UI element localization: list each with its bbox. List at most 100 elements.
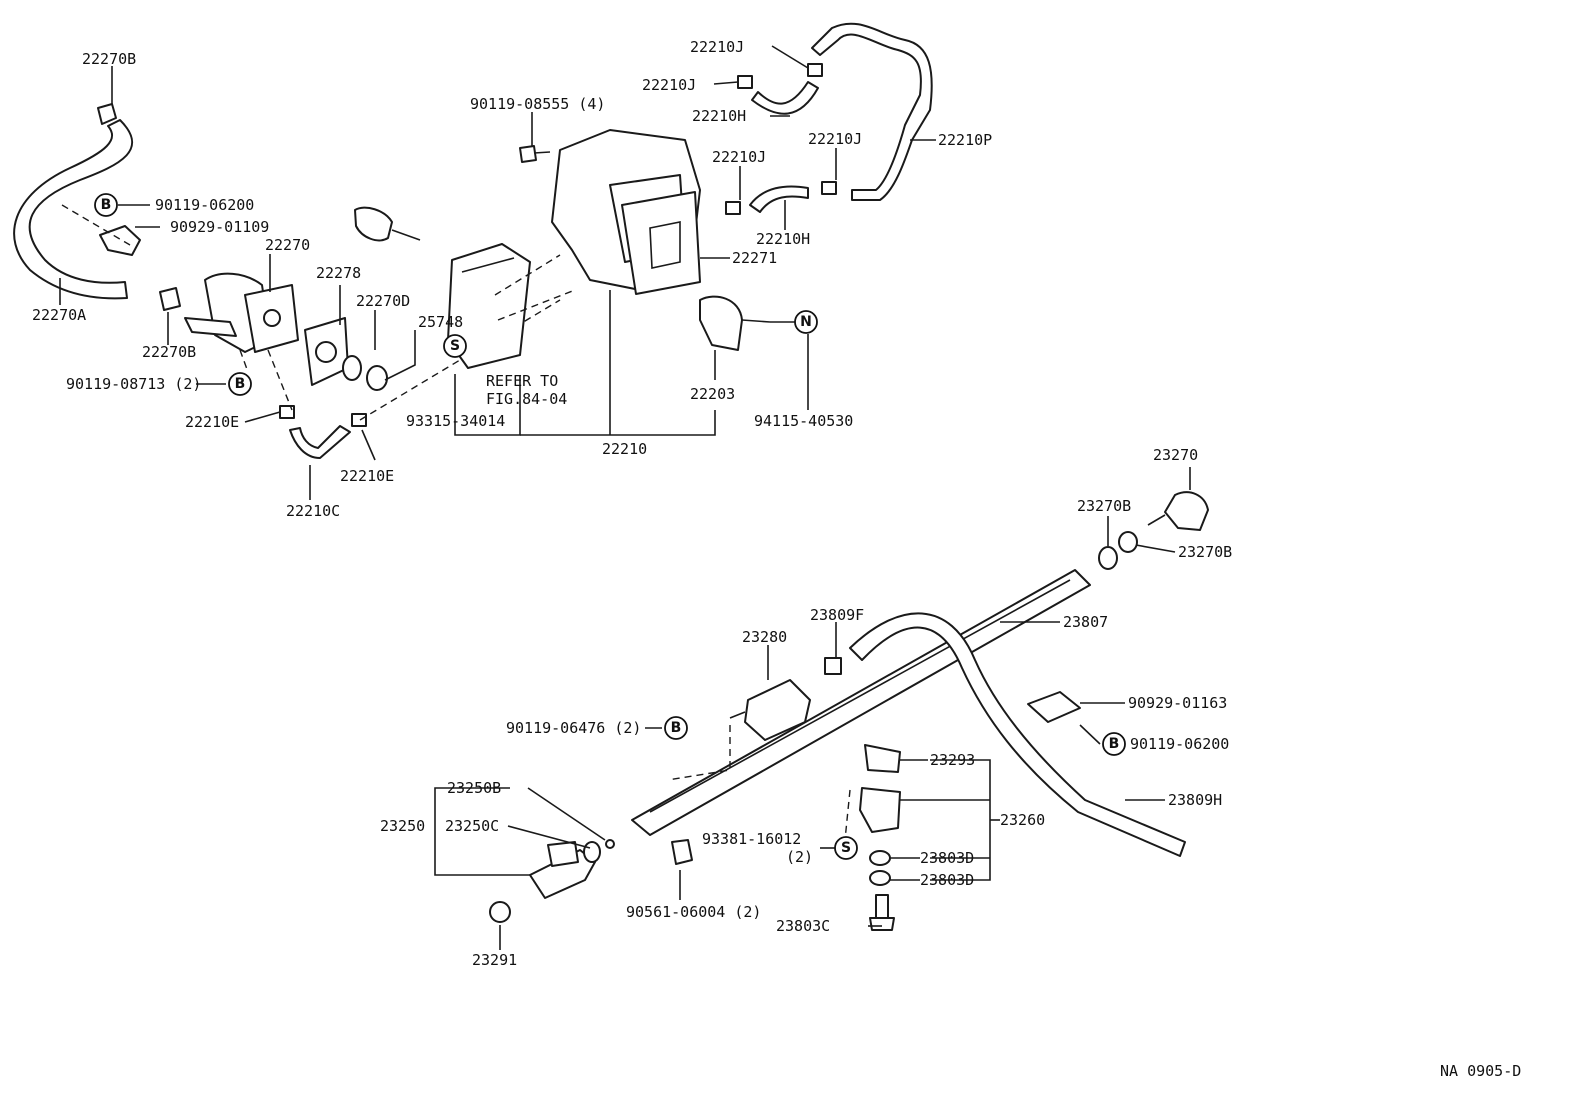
label-22270b-mid: 22270B [142, 343, 196, 361]
hose-22210h-mid [749, 185, 809, 213]
label-22210c: 22210C [286, 502, 340, 520]
badge-b-90119-06200-right: B [1102, 732, 1126, 756]
clamp-22210j-a [807, 63, 823, 77]
bolt-90119-08555 [519, 145, 551, 163]
label-90119-06476: 90119-06476 (2) [506, 719, 641, 737]
hose-22210p [811, 22, 933, 201]
clamp-22210j-d [725, 201, 741, 215]
fuel-hose-23809h [849, 612, 1186, 857]
insulator-90561-06004 [671, 839, 693, 865]
label-23260: 23260 [1000, 811, 1045, 829]
bolt-23803c [869, 894, 895, 931]
label-22210e-left: 22210E [185, 413, 239, 431]
label-23270b-b: 23270B [1178, 543, 1232, 561]
leader-dash-1 [239, 349, 249, 373]
label-93381-qty: (2) [786, 848, 813, 866]
label-23250c: 23250C [445, 817, 499, 835]
part-labels: 22270B 90119-06200 90929-01109 22270 222… [32, 38, 1521, 1080]
gasket-22278 [304, 317, 349, 386]
label-23291: 23291 [472, 951, 517, 969]
label-refer-note-2: FIG.84-04 [486, 390, 567, 408]
label-22203: 22203 [690, 385, 735, 403]
label-23250b: 23250B [447, 779, 501, 797]
collar-23803d-b [869, 870, 891, 886]
clamp-22210j-b [737, 75, 753, 89]
seal-25748 [366, 365, 388, 391]
leader-dash-4 [494, 254, 561, 296]
label-23803c: 23803C [776, 917, 830, 935]
svg-text:B: B [671, 720, 682, 736]
badge-s-93315-34014: S [443, 334, 467, 358]
leader-lines [59, 45, 1191, 950]
label-22210j-c: 22210J [808, 130, 862, 148]
label-22210p: 22210P [938, 131, 992, 149]
label-22270a: 22270A [32, 306, 86, 324]
clamp-22270b-top [97, 103, 117, 125]
o-ring-23250c [583, 841, 601, 863]
clamp-22210j-c [821, 181, 837, 195]
sensor-plug-left [354, 206, 421, 242]
clip-90929-01163 [1027, 691, 1081, 723]
label-refer-note-1: REFER TO [486, 372, 558, 390]
air-valve-22270 [184, 272, 299, 353]
clamp-23809f [824, 657, 842, 675]
label-22210: 22210 [602, 440, 647, 458]
label-22210j-d: 22210J [712, 148, 766, 166]
leader-clip-dash [61, 204, 131, 246]
label-90561-06004: 90561-06004 (2) [626, 903, 761, 921]
label-93381-16012: 93381-16012 [702, 830, 801, 848]
injector-wire-23293-set [859, 744, 901, 833]
o-ring-23250b [605, 839, 615, 849]
svg-text:N: N [800, 314, 812, 330]
label-22210j-b: 22210J [642, 76, 696, 94]
label-23270b-a: 23270B [1077, 497, 1131, 515]
label-90119-08555: 90119-08555 (4) [470, 95, 605, 113]
label-94115-40530: 94115-40530 [754, 412, 853, 430]
gasket-22271 [621, 191, 701, 295]
hose-22270a [13, 119, 134, 300]
label-22210j-a: 22210J [690, 38, 744, 56]
pulsation-damper-23270 [1147, 491, 1209, 531]
fuel-delivery-pipe-23807 [631, 569, 1091, 836]
washer-23270b-b [1118, 531, 1138, 553]
label-22270b-top: 22270B [82, 50, 136, 68]
label-23803d-a: 23803D [920, 849, 974, 867]
label-25748: 25748 [418, 313, 463, 331]
leader-dash-7 [844, 789, 851, 841]
badge-b-90119-08713: B [228, 372, 252, 396]
ring-22270d [342, 355, 362, 381]
label-23280: 23280 [742, 628, 787, 646]
clamp-22210e-right [351, 413, 367, 427]
svg-text:B: B [1109, 736, 1120, 752]
leader-dash-3 [359, 299, 561, 421]
vsv-22203 [699, 295, 771, 351]
label-90119-06200-right: 90119-06200 [1130, 735, 1229, 753]
label-22270d: 22270D [356, 292, 410, 310]
badge-b-90119-06200-top: B [94, 193, 118, 217]
pressure-regulator-23280 [729, 679, 811, 741]
svg-text:B: B [235, 376, 246, 392]
insulator-23291 [489, 901, 511, 923]
label-90119-08713: 90119-08713 (2) [66, 375, 201, 393]
badge-s-93381-16012: S [834, 836, 858, 860]
label-23803d-b: 23803D [920, 871, 974, 889]
label-22270: 22270 [265, 236, 310, 254]
clip-90929-01109 [99, 225, 141, 256]
label-90119-06200-top: 90119-06200 [155, 196, 254, 214]
label-23809h: 23809H [1168, 791, 1222, 809]
collar-23803d-a [869, 850, 891, 866]
label-22210h-mid: 22210H [756, 230, 810, 248]
label-93315-34014: 93315-34014 [406, 412, 505, 430]
leader-dash-5 [497, 289, 576, 321]
hose-22210c [289, 425, 351, 459]
clamp-22210e-left [279, 405, 295, 419]
badge-b-90119-06476: B [664, 716, 688, 740]
badge-n-94115-40530: N [794, 310, 818, 334]
label-90929-01109: 90929-01109 [170, 218, 269, 236]
hose-22210h-top [751, 81, 819, 115]
leader-dash-6 [667, 725, 731, 781]
svg-text:S: S [450, 338, 460, 354]
figure-code: NA 0905-D [1440, 1062, 1521, 1080]
clamp-22270b-mid [159, 287, 181, 311]
